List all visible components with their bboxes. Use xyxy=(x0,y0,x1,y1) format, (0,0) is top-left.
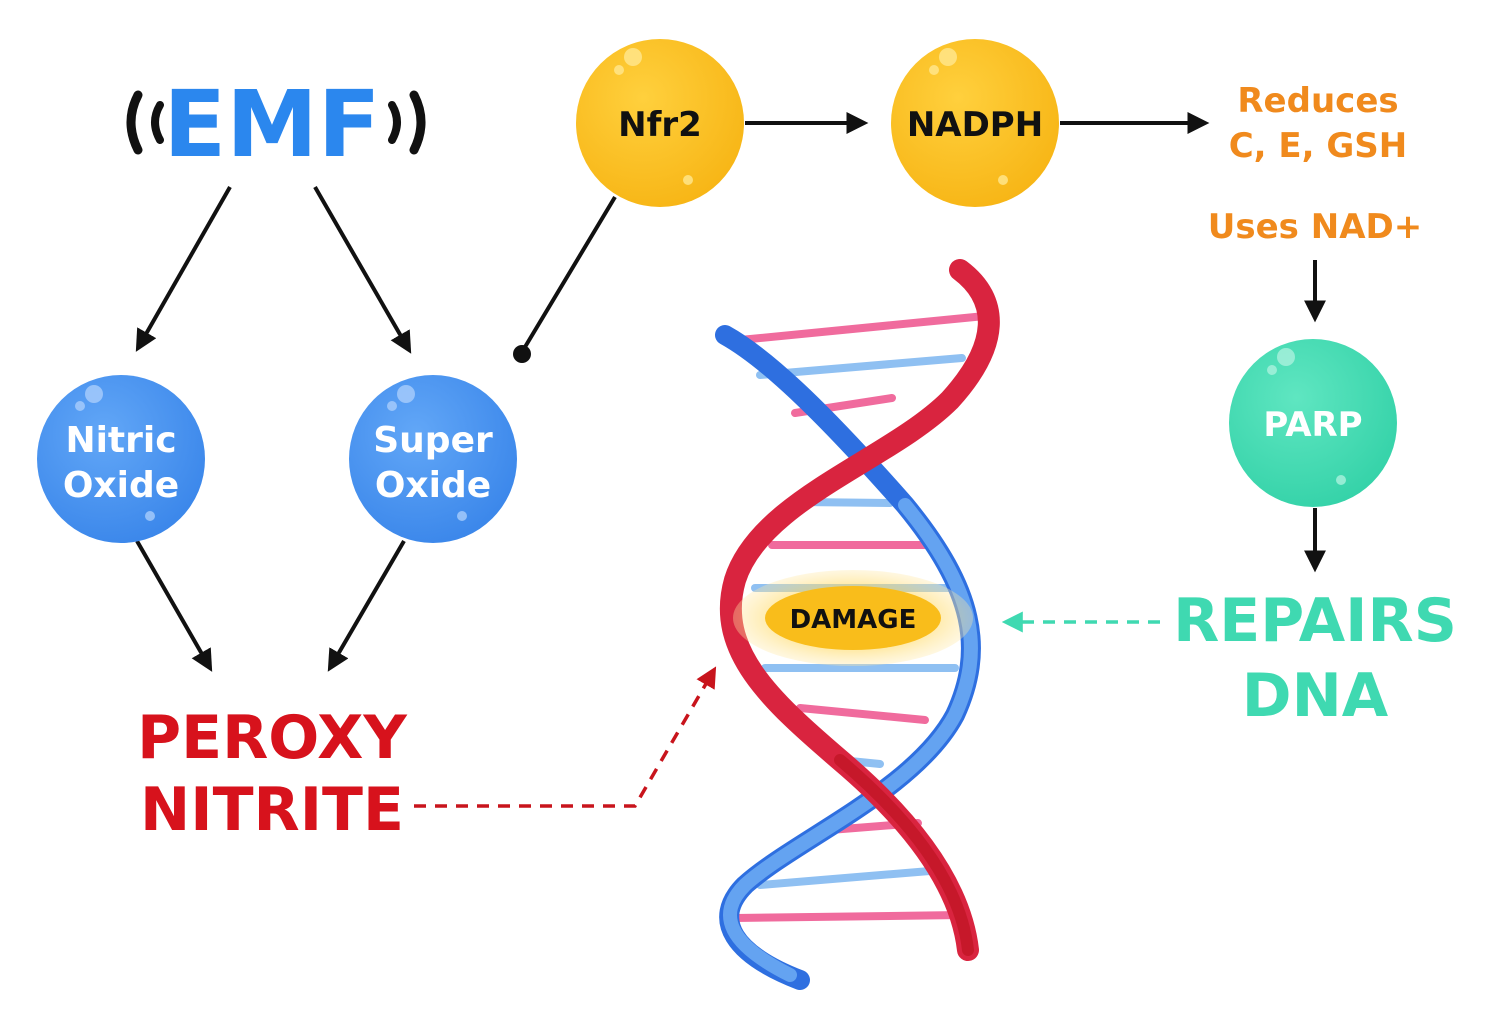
pathway-arrows xyxy=(135,112,1326,672)
repairs-label-line1: REPAIRS xyxy=(1173,586,1457,656)
reduces-label-line2: C, E, GSH xyxy=(1229,126,1408,166)
node-super-oxide: Super Oxide xyxy=(349,375,517,543)
node-parp: PARP xyxy=(1229,339,1397,507)
super-oxide-label-line1: Super xyxy=(373,420,493,461)
arrow-emf-to-super-oxide xyxy=(313,186,412,354)
uses-nad-label: Uses NAD+ xyxy=(1208,207,1422,247)
reduces-label-line1: Reduces xyxy=(1237,81,1398,121)
nadph-label: NADPH xyxy=(907,105,1043,145)
arrow-nitric-oxide-to-peroxynitrite xyxy=(135,540,213,672)
nitric-oxide-label-line1: Nitric xyxy=(65,420,176,461)
emf-title: EMF xyxy=(163,71,380,178)
repairs-label-line2: DNA xyxy=(1242,661,1389,731)
parp-label: PARP xyxy=(1263,405,1362,445)
arrow-super-oxide-to-peroxynitrite xyxy=(327,539,406,672)
super-oxide-label-line2: Oxide xyxy=(375,465,491,506)
inhibition-line xyxy=(513,195,617,363)
node-nadph: NADPH xyxy=(891,39,1059,207)
nitric-oxide-label-line2: Oxide xyxy=(63,465,179,506)
arrow-peroxynitrite-to-damage xyxy=(414,666,717,808)
peroxy-label-line1: PEROXY xyxy=(137,703,408,773)
arrow-emf-to-nitric-oxide xyxy=(135,186,232,352)
peroxy-label-line2: NITRITE xyxy=(140,775,404,845)
signal-waves-icon xyxy=(126,90,426,155)
damage-core xyxy=(765,586,941,650)
node-nitric-oxide: Nitric Oxide xyxy=(37,375,205,543)
damage-label: DAMAGE xyxy=(790,605,917,635)
nfr2-label: Nfr2 xyxy=(618,105,702,145)
node-nfr2: Nfr2 xyxy=(576,39,744,207)
inhibition-dot xyxy=(513,345,531,363)
dna-helix-icon: DAMAGE xyxy=(715,259,1000,990)
